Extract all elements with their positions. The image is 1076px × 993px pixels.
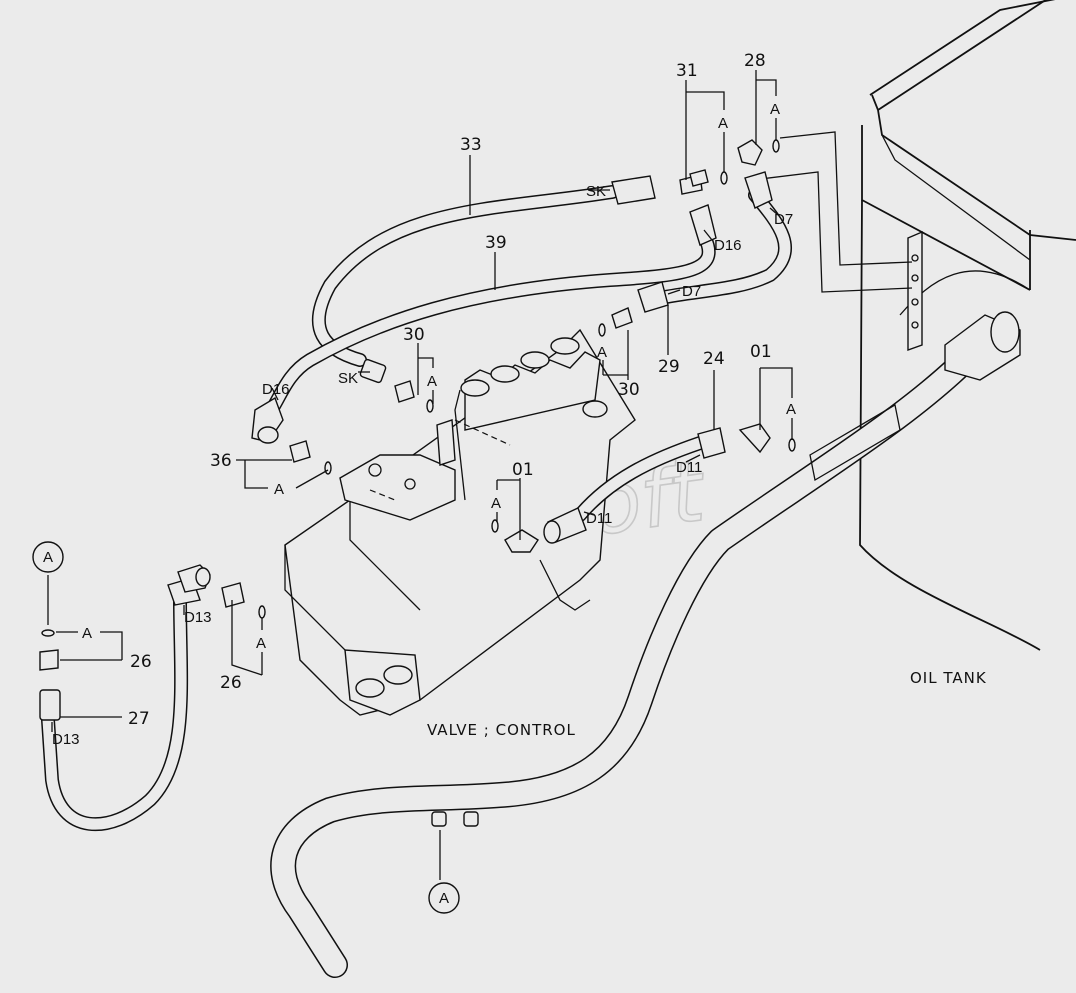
- ref-a-26-left: A: [82, 625, 92, 642]
- part-number-30-upper: 30: [403, 325, 425, 345]
- label-d13-lower: D13: [52, 731, 80, 748]
- fittings: [39, 139, 796, 671]
- part-number-26-left: 26: [130, 652, 152, 672]
- hose-33: [311, 175, 656, 384]
- label-sk-upper: SK: [586, 183, 606, 200]
- reference-letters: A A A A A A A A A: [82, 101, 796, 652]
- svg-text:A: A: [439, 890, 449, 907]
- return-lines: [751, 131, 913, 293]
- oil-tank: [859, 0, 1076, 651]
- circle-ref-a-bottom: A: [428, 882, 460, 914]
- ref-a-30-lower: A: [597, 344, 607, 361]
- part-number-29: 29: [658, 357, 680, 377]
- hose-39: [251, 204, 717, 444]
- circle-ref-a-left: A: [32, 541, 64, 573]
- part-number-30-lower: 30: [618, 380, 640, 400]
- hose-d11: [543, 427, 726, 544]
- ref-a-31: A: [718, 115, 728, 132]
- label-d16-right: D16: [714, 237, 742, 254]
- label-d13-upper: D13: [184, 609, 212, 626]
- ref-a-28: A: [770, 101, 780, 118]
- part-number-31: 31: [676, 61, 698, 81]
- ref-a-01-right: A: [786, 401, 796, 418]
- suction-pipe: [270, 311, 1021, 978]
- part-number-39: 39: [485, 233, 507, 253]
- svg-text:A: A: [43, 549, 53, 566]
- part-number-27: 27: [128, 709, 150, 729]
- part-number-33: 33: [460, 135, 482, 155]
- leader-lines: [47, 70, 793, 880]
- ref-a-26-center: A: [256, 635, 266, 652]
- control-valve: [284, 328, 636, 716]
- part-number-36: 36: [210, 451, 232, 471]
- ref-a-30-upper: A: [427, 373, 437, 390]
- label-d16-left: D16: [262, 381, 290, 398]
- label-d11-left: D11: [586, 510, 612, 527]
- part-number-01-center: 01: [512, 460, 534, 480]
- part-number-28: 28: [744, 51, 766, 71]
- hose-d13: [39, 564, 211, 832]
- oil-tank-title: OIL TANK: [910, 669, 987, 687]
- part-number-01-right: 01: [750, 342, 772, 362]
- part-numbers: 33 39 31 28 30 30 29 24 01 01 36 26 26 2…: [128, 51, 772, 729]
- ref-a-01-center: A: [491, 495, 501, 512]
- ref-a-36: A: [274, 481, 284, 498]
- label-sk-lower: SK: [338, 370, 358, 387]
- label-d7-center: D7: [682, 283, 701, 300]
- part-number-24: 24: [703, 349, 725, 369]
- valve-control-title: VALVE ; CONTROL: [427, 721, 576, 739]
- hose-d7: [637, 171, 793, 313]
- label-d11-right: D11: [676, 459, 702, 476]
- label-d7-right: D7: [774, 211, 793, 228]
- part-number-26-center: 26: [220, 673, 242, 693]
- hose-labels: SK SK D16 D16 D7 D7 D11 D11 D13 D13: [52, 183, 793, 748]
